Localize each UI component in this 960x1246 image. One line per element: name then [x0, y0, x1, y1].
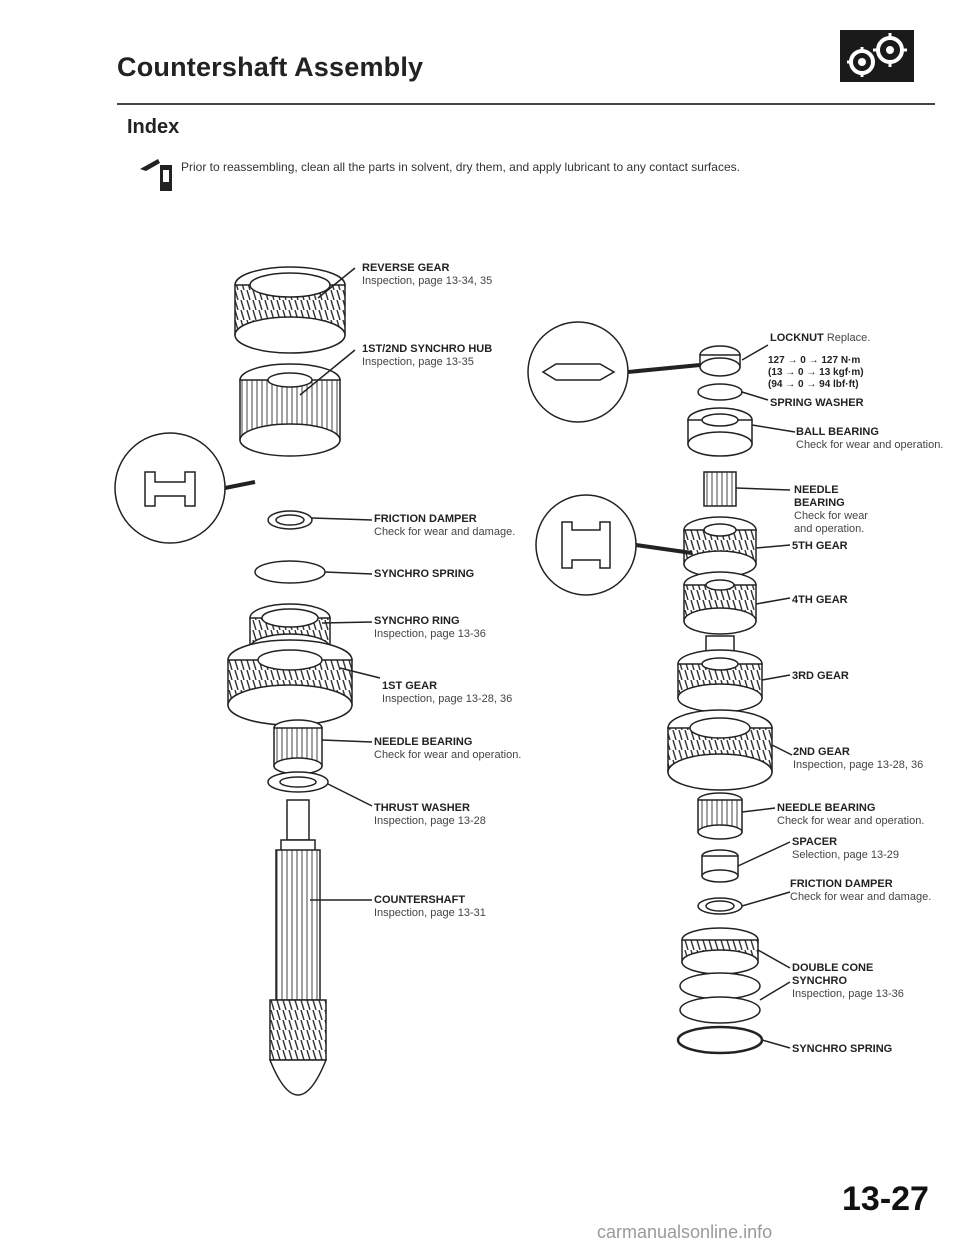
page-title: Countershaft Assembly: [117, 52, 424, 82]
watermark: carmanualsonline.info: [597, 1222, 773, 1242]
label-name: 4TH GEAR: [792, 594, 848, 606]
label-name: 2ND GEAR: [793, 746, 850, 758]
page-number: 13-27: [842, 1180, 929, 1218]
label-spring-washer: SPRING WASHER: [770, 397, 864, 410]
label-1st-gear: 1ST GEAR Inspection, page 13-28, 36: [382, 680, 512, 706]
label-desc: Check for wear and operation.: [777, 815, 925, 827]
label-2nd-gear: 2ND GEAR Inspection, page 13-28, 36: [793, 746, 923, 772]
label-name: REVERSE GEAR: [362, 262, 450, 274]
label-name: NEEDLE BEARING: [374, 736, 473, 748]
label-name: 3RD GEAR: [792, 670, 849, 682]
label-name: DOUBLE CONE SYNCHRO: [792, 962, 874, 987]
label-name: FRICTION DAMPER: [374, 513, 477, 525]
label-double-cone-synchro: DOUBLE CONE SYNCHRO Inspection, page 13-…: [792, 962, 912, 1001]
label-name: SYNCHRO RING: [374, 615, 460, 627]
torque-nm: 127 → 0 → 127 N·m: [768, 355, 861, 366]
label-countershaft: COUNTERSHAFT Inspection, page 13-31: [374, 894, 486, 920]
right-component-stack: [667, 344, 796, 1055]
label-desc: Inspection, page 13-28, 36: [382, 693, 513, 705]
label-name: FRICTION DAMPER: [790, 878, 893, 890]
label-desc: Inspection, page 13-36: [374, 628, 486, 640]
label-name: SPRING WASHER: [770, 397, 864, 409]
label-needle-bearing-lower: NEEDLE BEARING Check for wear and operat…: [777, 802, 924, 828]
lubrication-note: Prior to reassembling, clean all the par…: [181, 160, 740, 174]
label-name: 1ST GEAR: [382, 680, 438, 692]
label-name: SYNCHRO SPRING: [792, 1043, 893, 1055]
label-name: SYNCHRO SPRING: [374, 568, 475, 580]
right-detail-zooms: [527, 321, 701, 596]
label-desc: Replace.: [826, 332, 871, 344]
left-detail-zoom: [114, 432, 256, 544]
section-title: Index: [127, 116, 180, 138]
label-desc: Inspection, page 13-28, 36: [793, 759, 924, 771]
label-desc: Inspection, page 13-28: [374, 815, 486, 827]
label-needle-bearing-left: NEEDLE BEARING Check for wear and operat…: [374, 736, 521, 762]
label-desc: Inspection, page 13-35: [362, 356, 474, 368]
label-3rd-gear: 3RD GEAR: [792, 670, 849, 683]
label-name: 1ST/2ND SYNCHRO HUB: [362, 343, 493, 355]
label-name: NEEDLE BEARING: [794, 484, 845, 509]
label-synchro-spring-left: SYNCHRO SPRING: [374, 568, 474, 581]
label-desc: Inspection, page 13-31: [374, 907, 486, 919]
label-name: LOCKNUT: [770, 332, 824, 344]
torque-lbfft: (94 → 0 → 94 lbf·ft): [768, 379, 859, 390]
header-rule: [117, 103, 935, 105]
label-synchro-spring-right: SYNCHRO SPRING: [792, 1043, 892, 1056]
torque-kgfm: (13 → 0 → 13 kgf·m): [768, 367, 864, 378]
label-friction-damper-right: FRICTION DAMPER Check for wear and damag…: [790, 878, 931, 904]
label-desc: Check for wear and damage.: [790, 891, 932, 903]
label-desc: Check for wear and operation.: [374, 749, 522, 761]
label-desc: Inspection, page 13-36: [792, 988, 904, 1000]
label-name: THRUST WASHER: [374, 802, 470, 814]
left-component-stack: [227, 266, 381, 1096]
label-desc: Selection, page 13-29: [792, 849, 900, 861]
label-spacer: SPACER Selection, page 13-29: [792, 836, 899, 862]
gear-icon: [840, 30, 914, 82]
label-desc: Check for wear and damage.: [374, 526, 516, 538]
label-locknut: LOCKNUT Replace.: [770, 332, 870, 345]
label-ball-bearing: BALL BEARING Check for wear and operatio…: [796, 426, 943, 452]
label-needle-bearing-upper: NEEDLE BEARING Check for wear and operat…: [794, 484, 874, 536]
label-friction-damper-left: FRICTION DAMPER Check for wear and damag…: [374, 513, 515, 539]
label-thrust-washer: THRUST WASHER Inspection, page 13-28: [374, 802, 486, 828]
label-synchro-ring: SYNCHRO RING Inspection, page 13-36: [374, 615, 486, 641]
label-reverse-gear: REVERSE GEAR Inspection, page 13-34, 35: [362, 262, 492, 288]
label-desc: Check for wear and operation.: [796, 439, 944, 451]
label-desc: Check for wear and operation.: [794, 510, 868, 535]
lubricant-icon: [140, 159, 172, 191]
label-4th-gear: 4TH GEAR: [792, 594, 848, 607]
label-name: NEEDLE BEARING: [777, 802, 876, 814]
label-name: COUNTERSHAFT: [374, 894, 466, 906]
label-synchro-hub: 1ST/2ND SYNCHRO HUB Inspection, page 13-…: [362, 343, 492, 369]
label-desc: Inspection, page 13-34, 35: [362, 275, 493, 287]
label-5th-gear: 5TH GEAR: [792, 540, 848, 553]
label-name: BALL BEARING: [796, 426, 879, 438]
locknut-torque-spec: 127 → 0 → 127 N·m (13 → 0 → 13 kgf·m) (9…: [768, 355, 864, 391]
label-name: SPACER: [792, 836, 838, 848]
label-name: 5TH GEAR: [792, 540, 848, 552]
